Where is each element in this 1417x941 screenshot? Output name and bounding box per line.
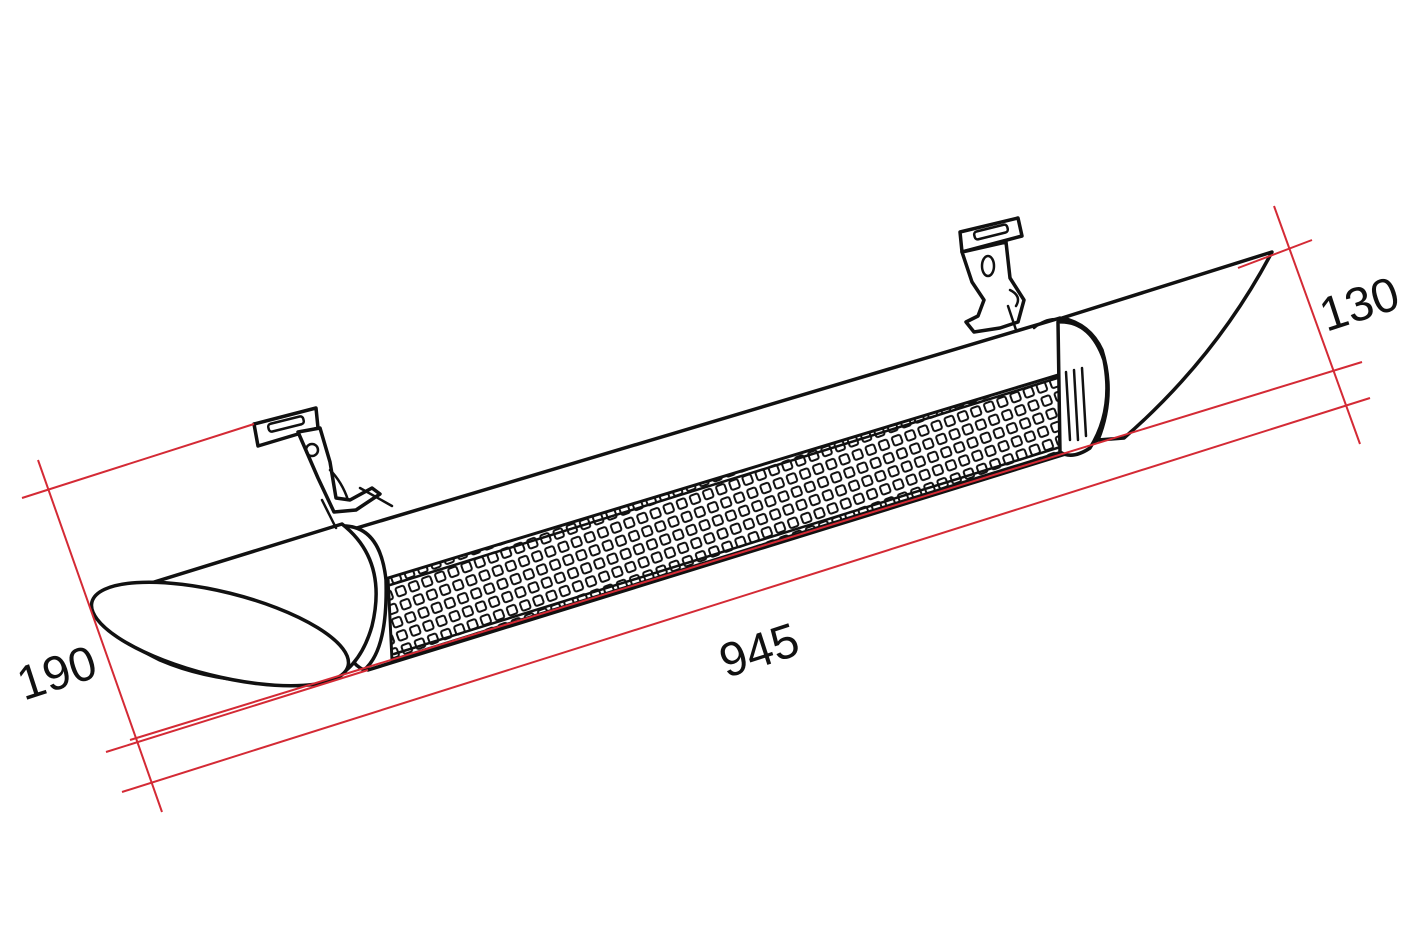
left-bracket-bolt: [304, 442, 320, 458]
left-bracket-hook: [328, 468, 394, 508]
length-dimension-label: 945: [713, 613, 806, 688]
right-bracket-hook: [1006, 288, 1020, 332]
left-height-dimension-label: 190: [11, 636, 104, 711]
right-collar: [1032, 317, 1070, 330]
right-bracket-slot: [972, 223, 1010, 241]
left-mounting-bracket: [252, 406, 394, 530]
right-reflector-cap: [1060, 250, 1274, 442]
grille-bottom-edge: [392, 442, 1072, 656]
length-extension-left-top: [21, 423, 255, 499]
length-baseline-lower: [121, 397, 1371, 793]
left-bracket-slot: [266, 415, 306, 433]
left-bracket-body: [296, 426, 382, 514]
grille-top-edge: [388, 374, 1066, 587]
right-mounting-bracket: [958, 216, 1026, 334]
right-bracket-bolt: [980, 254, 996, 278]
height-left-extension: [37, 459, 163, 813]
right-bracket-body: [960, 240, 1026, 334]
height-right-top-tick: [1237, 239, 1313, 269]
left-bracket-stem: [320, 498, 338, 530]
length-baseline-upper: [129, 361, 1363, 741]
height-right-extension: [1273, 205, 1361, 445]
right-ring-ribs: [1064, 366, 1088, 442]
left-end-face: [89, 580, 351, 688]
right-height-dimension-label: 130: [1313, 267, 1406, 342]
dimension-lines: [21, 205, 1371, 813]
heater-body: [89, 250, 1274, 688]
height-left-bottom-tick: [105, 669, 369, 753]
